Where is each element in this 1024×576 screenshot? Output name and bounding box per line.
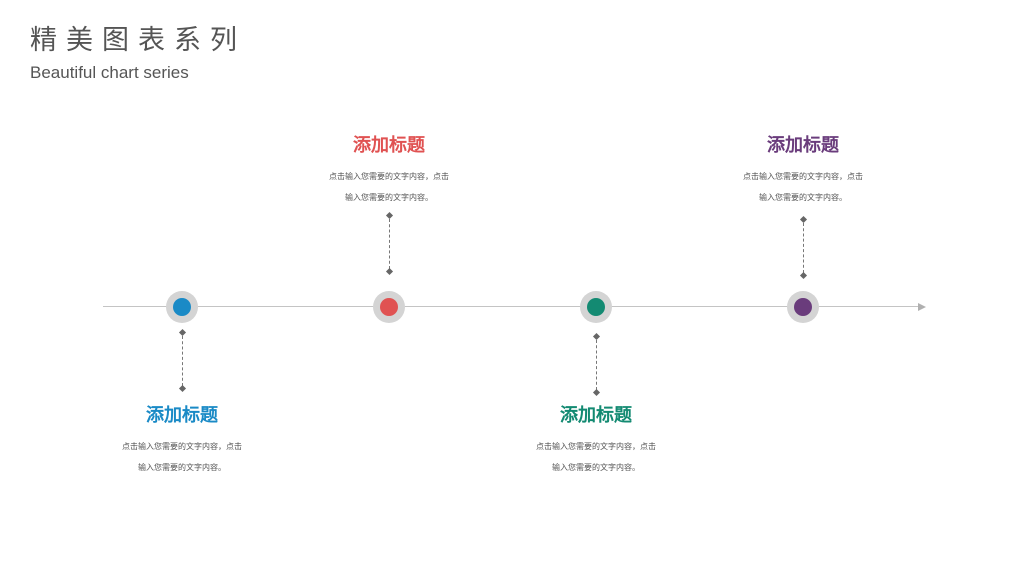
timeline-axis xyxy=(103,306,921,307)
timeline-item-3: 添加标题 点击输入您需要的文字内容，点击 输入您需要的文字内容。 xyxy=(506,404,686,478)
item-description-2-line-1: 点击输入您需要的文字内容，点击 xyxy=(329,172,449,181)
connector-diamond-3-top xyxy=(592,332,600,341)
timeline-node-1 xyxy=(166,291,198,323)
page-title: 精美图表系列 xyxy=(30,25,246,56)
item-heading-2: 添加标题 xyxy=(353,135,425,156)
timeline-item-4: 添加标题 点击输入您需要的文字内容，点击 输入您需要的文字内容。 xyxy=(713,134,893,208)
item-heading-4: 添加标题 xyxy=(767,135,839,156)
item-description-3-line-1: 点击输入您需要的文字内容，点击 xyxy=(536,442,656,451)
connector-diamond-1-bottom xyxy=(178,384,186,393)
timeline-dot-4 xyxy=(794,298,812,316)
connector-diamond-1-top xyxy=(178,328,186,337)
item-description-2: 点击输入您需要的文字内容，点击 输入您需要的文字内容。 xyxy=(299,166,479,208)
connector-diamond-2-top xyxy=(385,211,393,220)
item-description-3-line-2: 输入您需要的文字内容。 xyxy=(552,463,640,472)
connector-diamond-4-top xyxy=(799,215,807,224)
item-description-1: 点击输入您需要的文字内容，点击 输入您需要的文字内容。 xyxy=(92,436,272,478)
timeline-node-4 xyxy=(787,291,819,323)
timeline-node-2 xyxy=(373,291,405,323)
item-description-4-line-2: 输入您需要的文字内容。 xyxy=(759,193,847,202)
item-description-3: 点击输入您需要的文字内容，点击 输入您需要的文字内容。 xyxy=(506,436,686,478)
connector-stem-4 xyxy=(803,223,804,273)
item-description-4: 点击输入您需要的文字内容，点击 输入您需要的文字内容。 xyxy=(713,166,893,208)
page-subtitle: Beautiful chart series xyxy=(30,63,189,82)
timeline-arrow-icon xyxy=(918,303,926,311)
item-description-4-line-1: 点击输入您需要的文字内容，点击 xyxy=(743,172,863,181)
connector-diamond-2-bottom xyxy=(385,267,393,276)
timeline-dot-3 xyxy=(587,298,605,316)
item-description-1-line-2: 输入您需要的文字内容。 xyxy=(138,463,226,472)
item-description-2-line-2: 输入您需要的文字内容。 xyxy=(345,193,433,202)
connector-stem-2 xyxy=(389,219,390,269)
timeline-node-3 xyxy=(580,291,612,323)
connector-diamond-4-bottom xyxy=(799,271,807,280)
connector-diamond-3-bottom xyxy=(592,388,600,397)
item-heading-1: 添加标题 xyxy=(146,405,218,426)
timeline-item-1: 添加标题 点击输入您需要的文字内容，点击 输入您需要的文字内容。 xyxy=(92,404,272,478)
timeline-dot-1 xyxy=(173,298,191,316)
item-description-1-line-1: 点击输入您需要的文字内容，点击 xyxy=(122,442,242,451)
timeline-dot-2 xyxy=(380,298,398,316)
connector-stem-1 xyxy=(182,336,183,386)
timeline-item-2: 添加标题 点击输入您需要的文字内容，点击 输入您需要的文字内容。 xyxy=(299,134,479,208)
item-heading-3: 添加标题 xyxy=(560,405,632,426)
connector-stem-3 xyxy=(596,340,597,390)
